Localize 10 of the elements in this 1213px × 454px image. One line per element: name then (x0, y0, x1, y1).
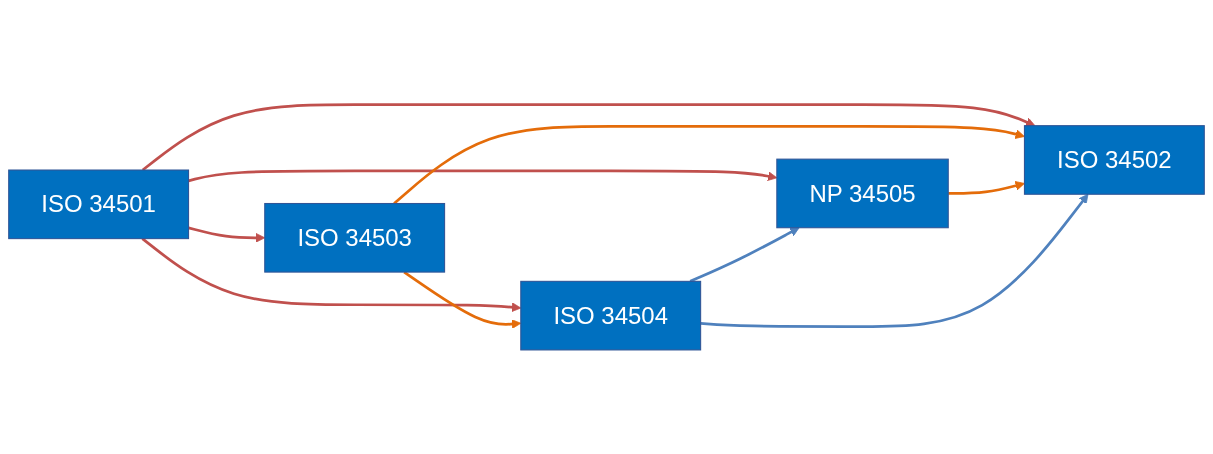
node-box: ISO 34503 (264, 202, 446, 273)
arrow (689, 226, 800, 283)
node-box: ISO 34504 (520, 280, 702, 351)
arrow (141, 103, 1036, 171)
node-box: ISO 34501 (8, 169, 190, 239)
node-box: NP 34505 (776, 158, 949, 228)
node-box: ISO 34502 (1023, 124, 1205, 195)
arrow (700, 193, 1089, 328)
arrow (948, 180, 1025, 195)
arrow (393, 124, 1025, 205)
